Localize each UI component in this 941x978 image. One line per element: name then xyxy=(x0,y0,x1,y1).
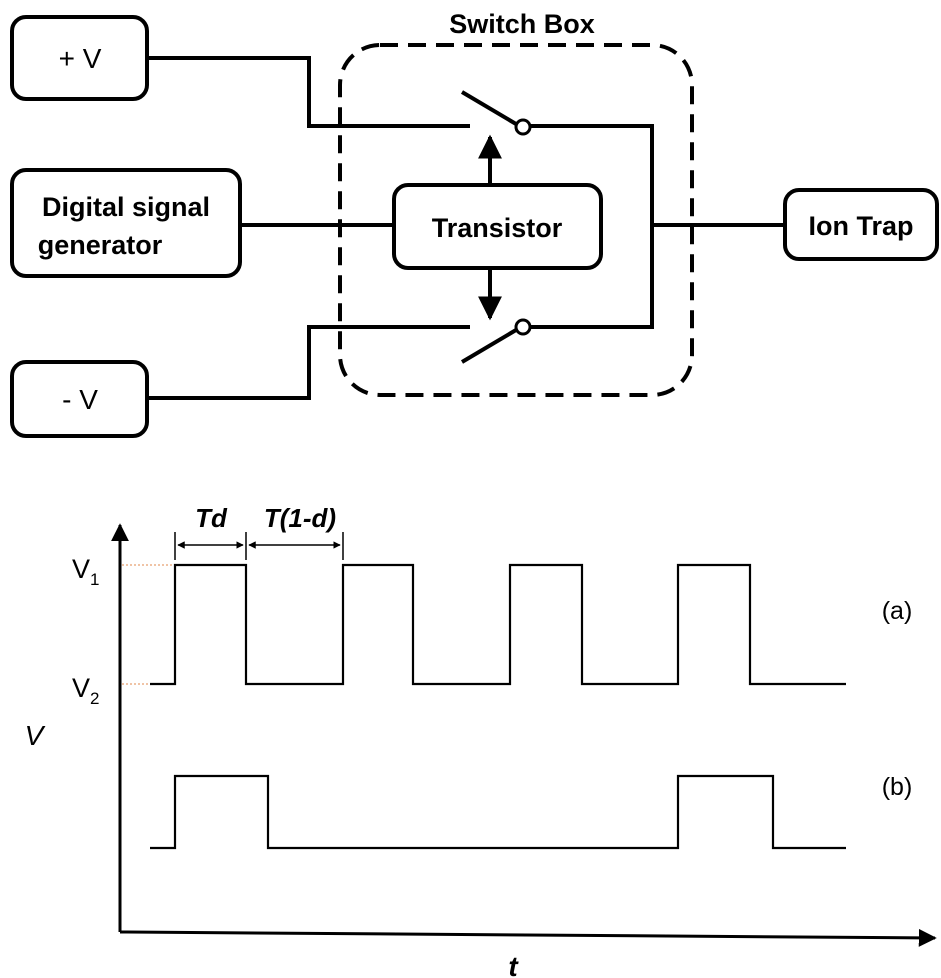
trace-a xyxy=(150,563,846,686)
ion-trap-label: Ion Trap xyxy=(808,211,913,241)
td-label: Td xyxy=(195,503,228,533)
v1-letter: V xyxy=(72,554,90,584)
trace-a-label: (a) xyxy=(882,597,913,625)
minus-v-label: - V xyxy=(62,384,98,415)
lower-switch-blade xyxy=(460,328,518,364)
waveform-diagram: V t V1 V2 Td T(1-d) (a) (b) xyxy=(25,503,937,978)
trace-b xyxy=(150,774,846,850)
v2-label: V2 xyxy=(72,673,99,708)
t1d-label: T(1-d) xyxy=(264,503,336,533)
signal-generator-label-line1: Digital signal xyxy=(42,192,210,222)
v1-label: V1 xyxy=(72,554,99,589)
switch-box-border xyxy=(338,43,694,397)
trace-b-label: (b) xyxy=(882,773,913,801)
v2-letter: V xyxy=(72,673,90,703)
upper-switch-contact xyxy=(514,118,532,136)
lower-switch-contact xyxy=(514,318,532,336)
circuit-diagram: Switch Box + V Digital signal generator … xyxy=(10,9,939,438)
signal-generator-label-line2: generator xyxy=(38,230,163,260)
v1-subscript: 1 xyxy=(90,570,99,589)
x-axis-label: t xyxy=(508,951,519,978)
transistor-label: Transistor xyxy=(432,213,563,243)
v2-subscript: 2 xyxy=(90,689,99,708)
x-axis xyxy=(119,928,937,947)
signal-generator-box xyxy=(10,168,242,278)
wire-minus-v xyxy=(147,325,470,400)
plus-v-label: + V xyxy=(59,43,102,74)
wire-plus-v xyxy=(147,56,470,128)
y-axis-label: V xyxy=(25,720,46,751)
switch-box-title: Switch Box xyxy=(449,9,595,39)
upper-switch-blade xyxy=(460,90,518,126)
